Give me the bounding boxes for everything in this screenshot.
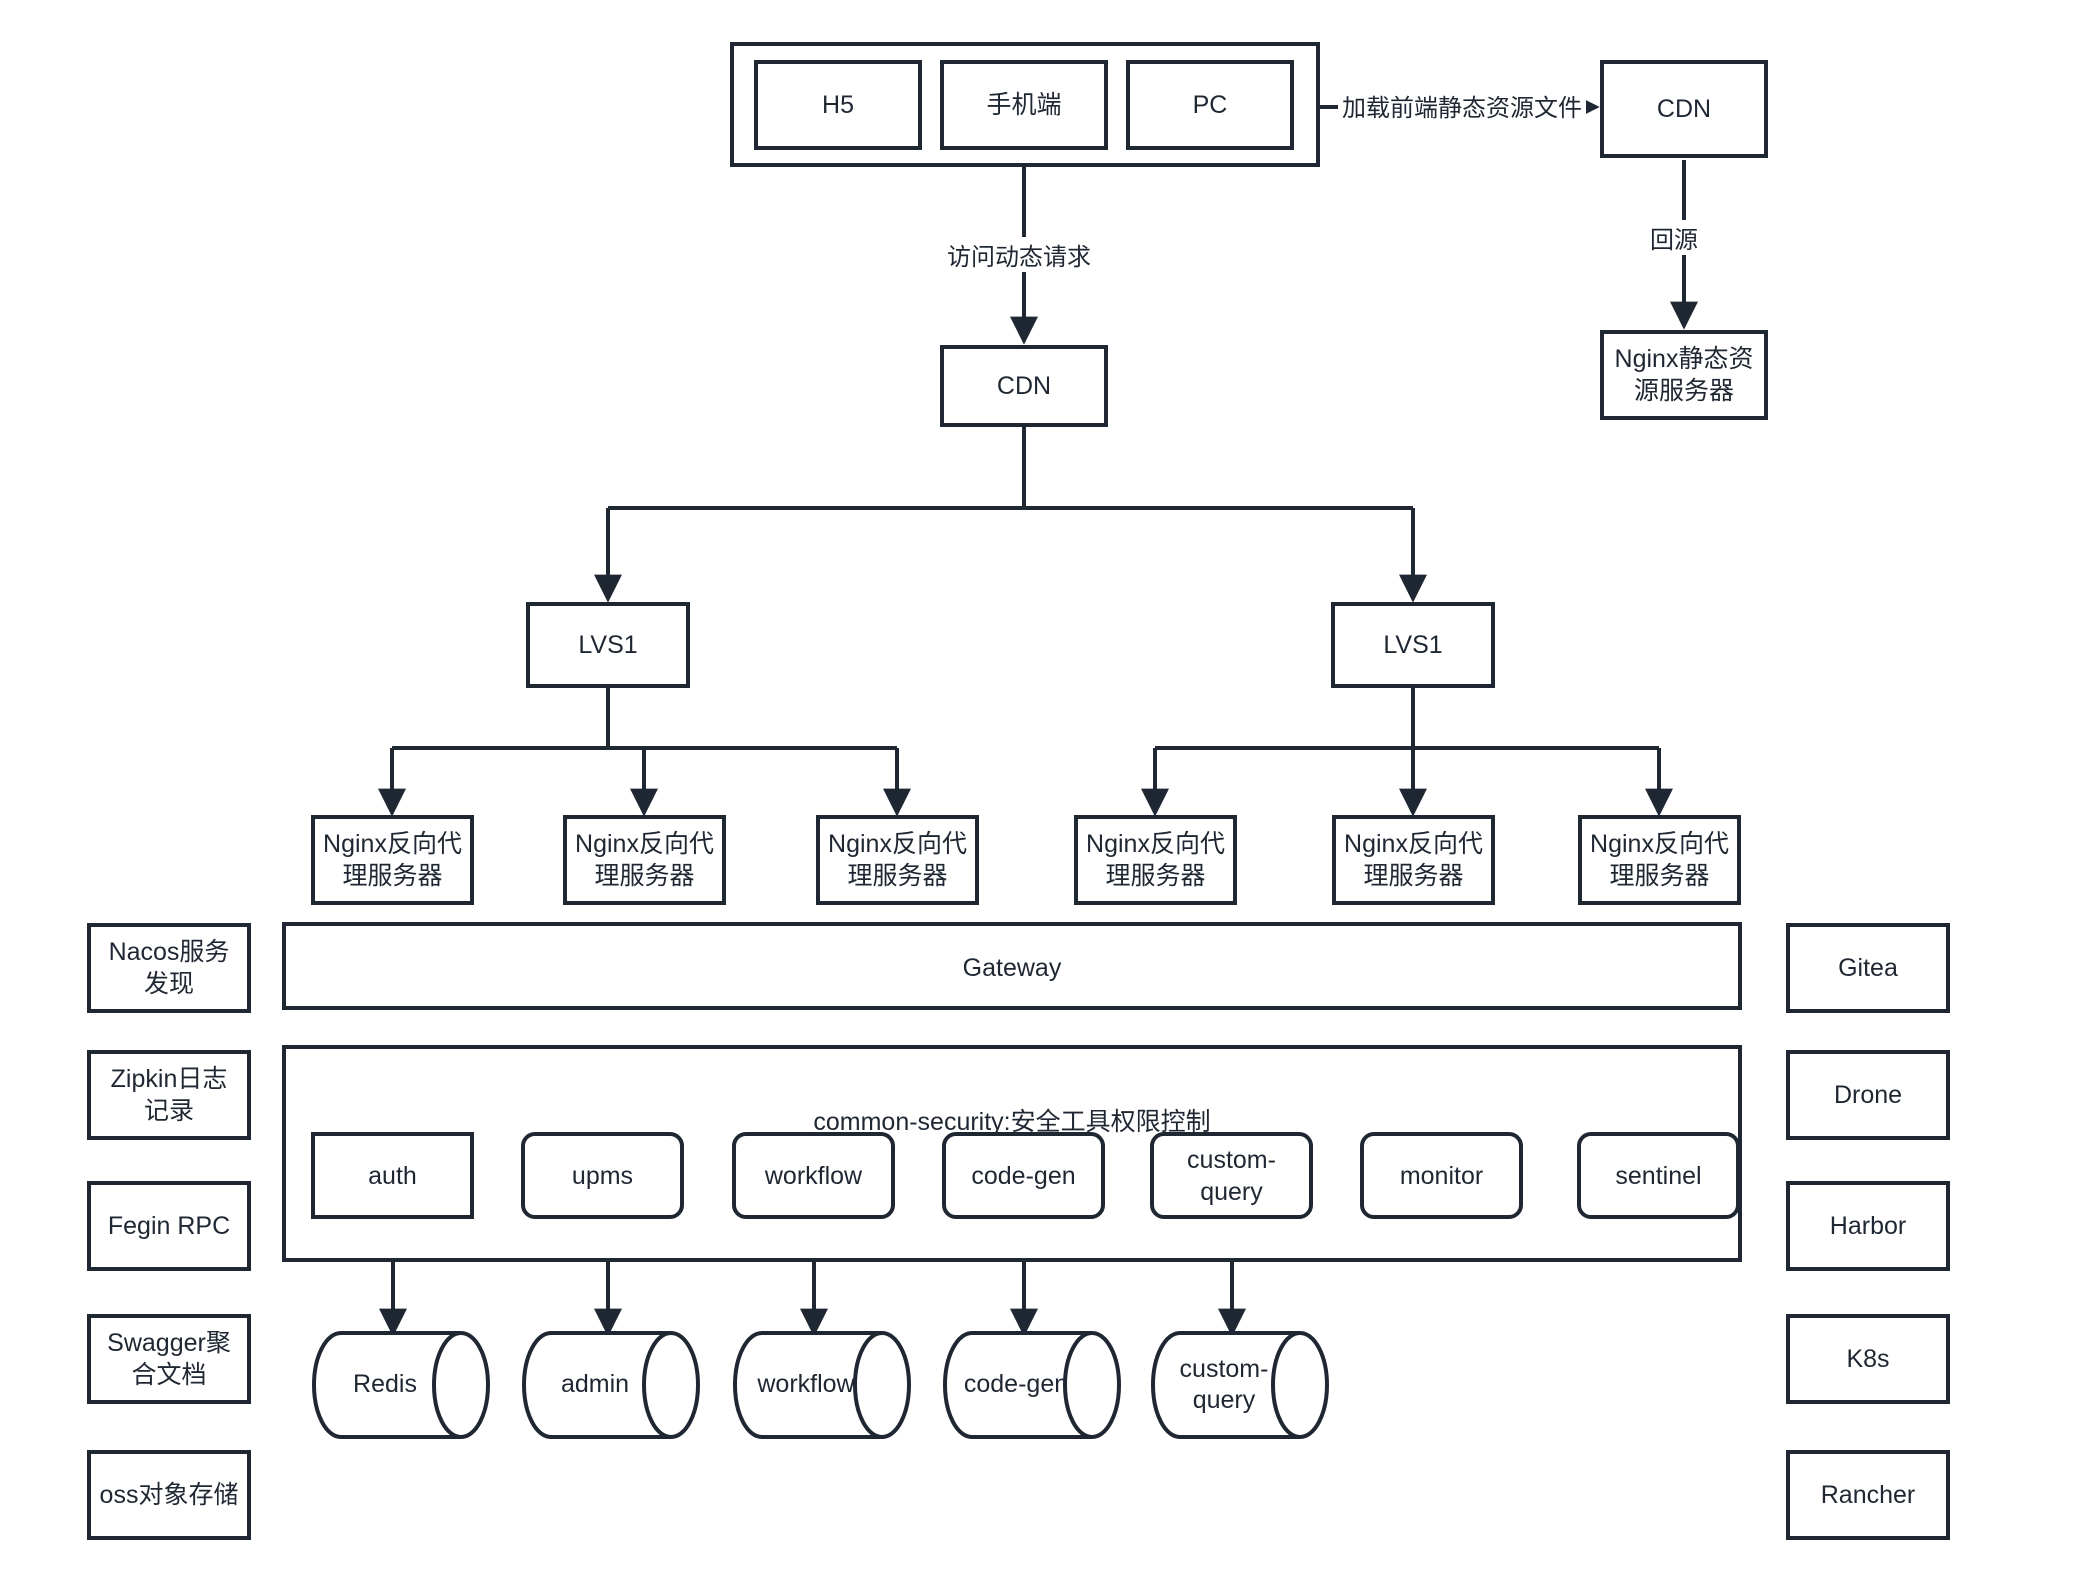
datastore-code-gen-label: code-gen [963, 1370, 1069, 1399]
service-code-gen[interactable]: code-gen [942, 1132, 1105, 1219]
datastore-custom-query[interactable]: custom- query [1150, 1330, 1330, 1440]
client-pc[interactable]: PC [1126, 60, 1294, 150]
edge-label-back-to-origin: 回源 [1646, 220, 1702, 255]
sidebar-right-harbor[interactable]: Harbor [1786, 1181, 1950, 1271]
nginx-proxy-4[interactable]: Nginx反向代 理服务器 [1074, 815, 1237, 905]
nginx-proxy-6-label: Nginx反向代 理服务器 [1590, 830, 1729, 890]
sidebar-right-k8s[interactable]: K8s [1786, 1314, 1950, 1404]
datastore-workflow-label: workflow [757, 1370, 855, 1399]
sidebar-left-nacos-label: Nacos服务 发现 [108, 938, 230, 998]
client-h5-label: H5 [822, 91, 854, 119]
gateway-label: Gateway [962, 954, 1062, 982]
sidebar-left-nacos[interactable]: Nacos服务 发现 [87, 923, 251, 1013]
service-sentinel[interactable]: sentinel [1577, 1132, 1740, 1219]
sidebar-left-swagger-label: Swagger聚 合文档 [107, 1329, 231, 1389]
nginx-proxy-5[interactable]: Nginx反向代 理服务器 [1332, 815, 1495, 905]
lvs-left-label: LVS1 [578, 631, 638, 659]
service-custom-query-label: custom- query [1187, 1145, 1276, 1206]
sidebar-right-rancher-label: Rancher [1820, 1481, 1916, 1509]
service-auth[interactable]: auth [311, 1132, 474, 1219]
datastore-workflow[interactable]: workflow [732, 1330, 912, 1440]
datastore-admin[interactable]: admin [521, 1330, 701, 1440]
nginx-static-server[interactable]: Nginx静态资 源服务器 [1600, 330, 1768, 420]
nginx-proxy-5-label: Nginx反向代 理服务器 [1344, 830, 1483, 890]
datastore-code-gen[interactable]: code-gen [942, 1330, 1122, 1440]
service-code-gen-label: code-gen [971, 1161, 1076, 1190]
sidebar-left-swagger[interactable]: Swagger聚 合文档 [87, 1314, 251, 1404]
sidebar-right-gitea[interactable]: Gitea [1786, 923, 1950, 1013]
service-upms[interactable]: upms [521, 1132, 684, 1219]
datastore-admin-label: admin [560, 1370, 630, 1399]
nginx-proxy-2-label: Nginx反向代 理服务器 [575, 830, 714, 890]
service-upms-label: upms [571, 1161, 634, 1190]
lvs-right-label: LVS1 [1383, 631, 1443, 659]
sidebar-right-drone-label: Drone [1833, 1081, 1903, 1109]
nginx-proxy-1-label: Nginx反向代 理服务器 [323, 830, 462, 890]
datastore-redis-label: Redis [353, 1370, 417, 1399]
cdn-static-label: CDN [1656, 95, 1712, 123]
sidebar-right-gitea-label: Gitea [1838, 954, 1898, 982]
service-custom-query[interactable]: custom- query [1150, 1132, 1313, 1219]
service-auth-label: auth [368, 1161, 417, 1190]
service-workflow[interactable]: workflow [732, 1132, 895, 1219]
service-monitor-label: monitor [1399, 1161, 1484, 1190]
edge-label-dynamic-request: 访问动态请求 [943, 237, 1095, 272]
sidebar-left-fegin-label: Fegin RPC [107, 1212, 231, 1240]
nginx-proxy-4-label: Nginx反向代 理服务器 [1086, 830, 1225, 890]
sidebar-left-fegin[interactable]: Fegin RPC [87, 1181, 251, 1271]
sidebar-right-drone[interactable]: Drone [1786, 1050, 1950, 1140]
cdn-dynamic-label: CDN [996, 372, 1052, 400]
sidebar-left-zipkin-label: Zipkin日志 记录 [110, 1065, 228, 1125]
client-pc-label: PC [1192, 91, 1228, 119]
datastore-custom-query-label: custom- query [1179, 1354, 1269, 1414]
nginx-proxy-2[interactable]: Nginx反向代 理服务器 [563, 815, 726, 905]
client-mobile[interactable]: 手机端 [940, 60, 1108, 150]
sidebar-right-harbor-label: Harbor [1829, 1212, 1907, 1240]
nginx-proxy-6[interactable]: Nginx反向代 理服务器 [1578, 815, 1741, 905]
lvs-left[interactable]: LVS1 [526, 602, 690, 688]
lvs-right[interactable]: LVS1 [1331, 602, 1495, 688]
client-h5[interactable]: H5 [754, 60, 922, 150]
common-security-title: common-security:安全工具权限控制 [813, 1108, 1211, 1136]
sidebar-left-zipkin[interactable]: Zipkin日志 记录 [87, 1050, 251, 1140]
service-workflow-label: workflow [764, 1161, 863, 1190]
cdn-dynamic[interactable]: CDN [940, 345, 1108, 427]
sidebar-right-k8s-label: K8s [1846, 1345, 1890, 1373]
nginx-proxy-3[interactable]: Nginx反向代 理服务器 [816, 815, 979, 905]
nginx-proxy-3-label: Nginx反向代 理服务器 [828, 830, 967, 890]
edge-label-load-static: 加载前端静态资源文件 [1338, 88, 1586, 123]
client-mobile-label: 手机端 [986, 91, 1062, 119]
service-monitor[interactable]: monitor [1360, 1132, 1523, 1219]
service-sentinel-label: sentinel [1615, 1161, 1702, 1190]
gateway-band[interactable]: Gateway [282, 922, 1742, 1010]
sidebar-left-oss[interactable]: oss对象存储 [87, 1450, 251, 1540]
sidebar-right-rancher[interactable]: Rancher [1786, 1450, 1950, 1540]
nginx-proxy-1[interactable]: Nginx反向代 理服务器 [311, 815, 474, 905]
cdn-static[interactable]: CDN [1600, 60, 1768, 158]
nginx-static-server-label: Nginx静态资 源服务器 [1614, 345, 1754, 405]
datastore-redis[interactable]: Redis [311, 1330, 491, 1440]
sidebar-left-oss-label: oss对象存储 [99, 1481, 239, 1509]
